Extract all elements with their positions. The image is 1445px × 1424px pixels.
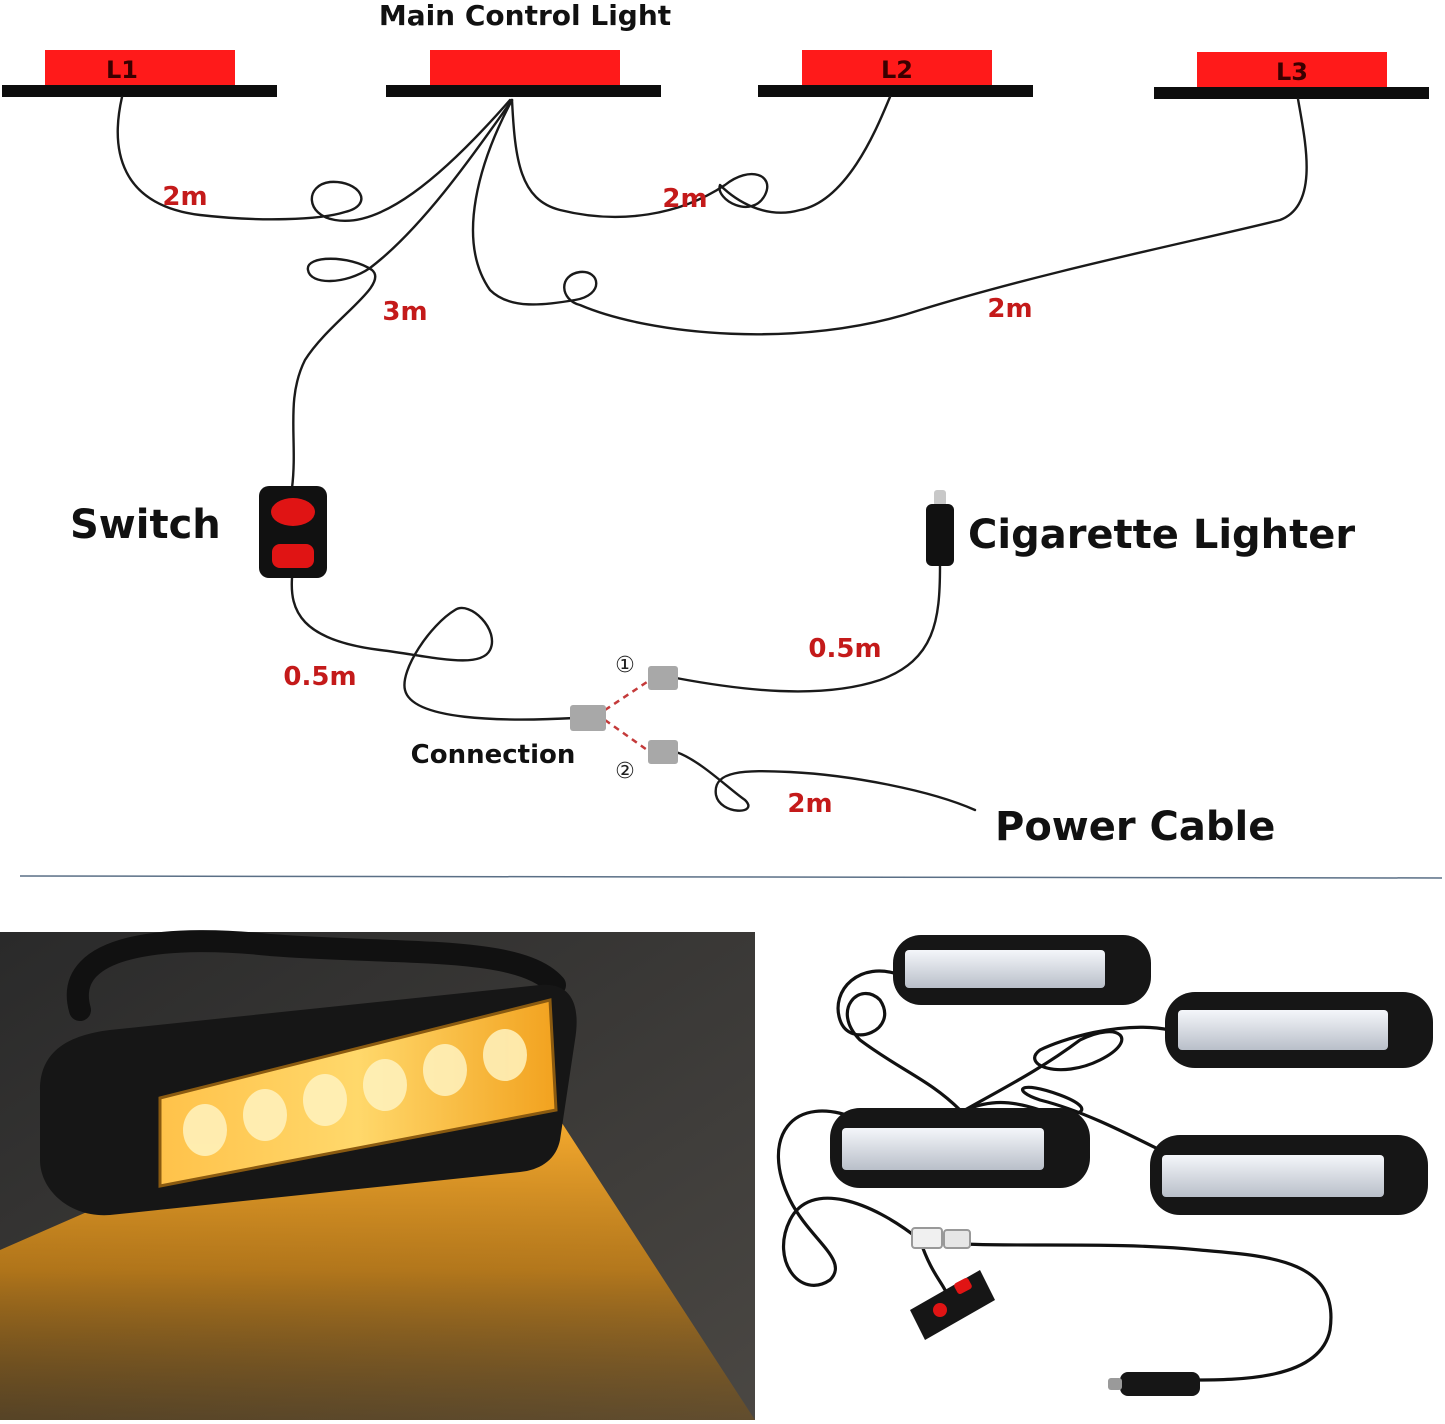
amber-light-photo	[0, 930, 755, 1420]
lamp-L2-base	[758, 85, 1033, 97]
wire-switch	[290, 98, 514, 490]
kit-switch-icon	[910, 1270, 995, 1340]
light-bar-top	[893, 935, 1151, 1005]
lamp-main-base	[386, 85, 661, 97]
light-bar-left-lower	[830, 1108, 1090, 1188]
connection-dash-2	[604, 718, 651, 754]
lamp-main-lens	[430, 50, 620, 86]
lamp-L3-base	[1154, 87, 1429, 99]
wire-L3	[471, 97, 1308, 336]
length-label-switch-to-connection: 0.5m	[283, 662, 356, 692]
cigarette-lighter-label: Cigarette Lighter	[968, 512, 1355, 558]
connection-port-2	[648, 740, 678, 764]
port-two-label: ②	[615, 759, 635, 784]
cigarette-lighter-icon	[926, 490, 954, 566]
port-one-label: ①	[615, 653, 635, 678]
connection-port-1	[648, 666, 678, 690]
lamp-L1: L1	[2, 50, 277, 97]
wire-power	[674, 750, 977, 812]
wire-L2	[510, 95, 892, 219]
lamp-L2: L2	[758, 50, 1033, 97]
connection-label: Connection	[411, 740, 576, 770]
length-label-L3: 2m	[987, 294, 1032, 324]
kit-cigarette-plug-icon	[1108, 1372, 1200, 1396]
lamp-L3-label: L3	[1276, 58, 1308, 86]
switch-label: Switch	[70, 502, 221, 548]
length-label-power: 2m	[787, 789, 832, 819]
connection-plug	[570, 705, 606, 731]
power-cable-label: Power Cable	[995, 804, 1275, 850]
light-bar-right-upper	[1165, 992, 1433, 1068]
connection-dash-1	[604, 678, 651, 712]
length-label-L2: 2m	[662, 184, 707, 214]
switch-icon	[259, 486, 327, 578]
main-control-light-title: Main Control Light	[379, 0, 671, 32]
lamp-L3: L3	[1154, 52, 1429, 99]
lamp-L2-label: L2	[881, 56, 913, 84]
lamp-main-control	[386, 50, 661, 97]
lamp-L2-lens	[802, 50, 992, 86]
wire-L1	[116, 95, 512, 223]
lamp-L3-lens	[1197, 52, 1387, 88]
lamp-L1-label: L1	[106, 56, 138, 84]
light-bar-right-lower	[1150, 1135, 1428, 1215]
length-label-L1: 2m	[162, 182, 207, 212]
lamp-L1-lens	[45, 50, 235, 86]
lamp-L1-base	[2, 85, 277, 97]
product-kit-photo	[755, 932, 1445, 1420]
length-label-lighter: 0.5m	[808, 634, 881, 664]
length-label-switch: 3m	[382, 297, 427, 327]
wire-switch-to-connection	[290, 576, 577, 721]
section-divider	[19, 875, 1443, 879]
wire-lighter	[674, 564, 942, 693]
